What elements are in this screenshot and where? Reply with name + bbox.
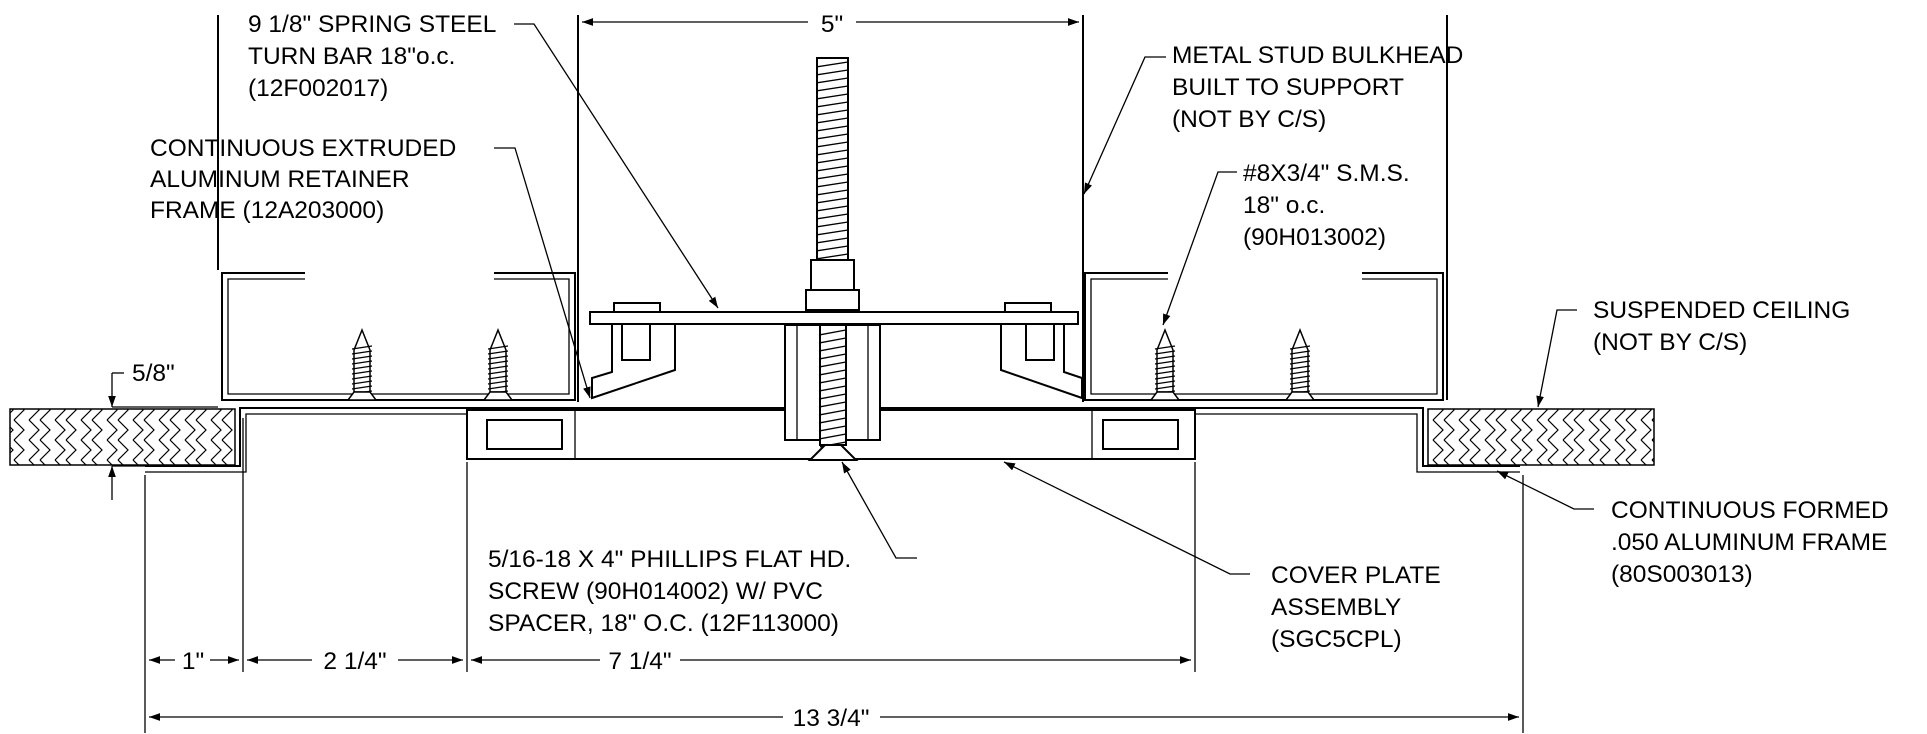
label-line: CONTINUOUS EXTRUDED	[150, 135, 456, 162]
retainer-frame-left	[591, 323, 676, 400]
ceiling-panel-left	[9, 408, 236, 466]
label-formed-aluminum-frame: CONTINUOUS FORMED .050 ALUMINUM FRAME (8…	[1611, 497, 1889, 588]
label-line: METAL STUD BULKHEAD	[1172, 42, 1463, 69]
dim-2-1-4: 2 1/4"	[323, 648, 386, 675]
label-line: #8X3/4" S.M.S.	[1243, 160, 1410, 187]
ceiling-panel-right	[1427, 408, 1655, 466]
sheet-metal-screw	[1149, 327, 1181, 401]
label-spring-steel-turn-bar: 9 1/8" SPRING STEEL TURN BAR 18"o.c. (12…	[248, 11, 496, 102]
label-metal-stud-bulkhead: METAL STUD BULKHEAD BUILT TO SUPPORT (NO…	[1172, 42, 1463, 133]
label-line: .050 ALUMINUM FRAME	[1611, 529, 1887, 556]
bulkhead-walls	[217, 15, 1448, 402]
flat-head-screw	[784, 57, 881, 461]
label-line: CONTINUOUS FORMED	[1611, 497, 1889, 524]
label-line: 18" o.c.	[1243, 192, 1325, 219]
label-cover-plate-assembly: COVER PLATE ASSEMBLY (SGC5CPL)	[1271, 562, 1441, 653]
label-line: ASSEMBLY	[1271, 594, 1401, 621]
label-line: (90H013002)	[1243, 224, 1386, 251]
dim-13-3-4: 13 3/4"	[793, 705, 870, 732]
label-line: (NOT BY C/S)	[1593, 329, 1747, 356]
dimension-extensions	[144, 418, 1524, 733]
label-line: COVER PLATE	[1271, 562, 1441, 589]
label-flat-head-screw: 5/16-18 X 4" PHILLIPS FLAT HD. SCREW (90…	[488, 546, 851, 637]
stud-channel-left	[221, 272, 576, 401]
retainer-frame-right	[1000, 323, 1083, 400]
label-retainer-frame: CONTINUOUS EXTRUDED ALUMINUM RETAINER FR…	[150, 135, 456, 224]
label-line: 9 1/8" SPRING STEEL	[248, 11, 496, 38]
label-line: (NOT BY C/S)	[1172, 106, 1326, 133]
label-line: BUILT TO SUPPORT	[1172, 74, 1404, 101]
label-line: 5/16-18 X 4" PHILLIPS FLAT HD.	[488, 546, 851, 573]
label-line: (12F002017)	[248, 75, 388, 102]
label-line: SPACER, 18" O.C. (12F113000)	[488, 610, 839, 637]
label-line: SUSPENDED CEILING	[1593, 297, 1850, 324]
label-line: TURN BAR 18"o.c.	[248, 43, 455, 70]
stud-channel-right	[1084, 272, 1444, 401]
sheet-metal-screw	[1284, 327, 1316, 401]
sheet-metal-screws	[346, 327, 1316, 401]
dim-7-1-4: 7 1/4"	[608, 648, 671, 675]
dim-thickness: 5/8"	[132, 360, 175, 387]
sheet-metal-screw	[346, 327, 378, 401]
label-line: (80S003013)	[1611, 561, 1753, 588]
label-line: (SGC5CPL)	[1271, 626, 1402, 653]
dim-top-5in: 5"	[821, 11, 843, 38]
spring-steel-turn-bar	[589, 302, 1079, 325]
label-line: ALUMINUM RETAINER	[150, 166, 410, 193]
dimension-thickness	[108, 372, 218, 500]
label-line: FRAME (12A203000)	[150, 197, 384, 224]
label-line: SCREW (90H014002) W/ PVC	[488, 578, 823, 605]
label-suspended-ceiling: SUSPENDED CEILING (NOT BY C/S)	[1593, 297, 1850, 356]
sheet-metal-screw	[482, 327, 514, 401]
label-sheet-metal-screw: #8X3/4" S.M.S. 18" o.c. (90H013002)	[1243, 160, 1410, 251]
leader-lines	[494, 23, 1594, 575]
dim-1in: 1"	[182, 648, 204, 675]
